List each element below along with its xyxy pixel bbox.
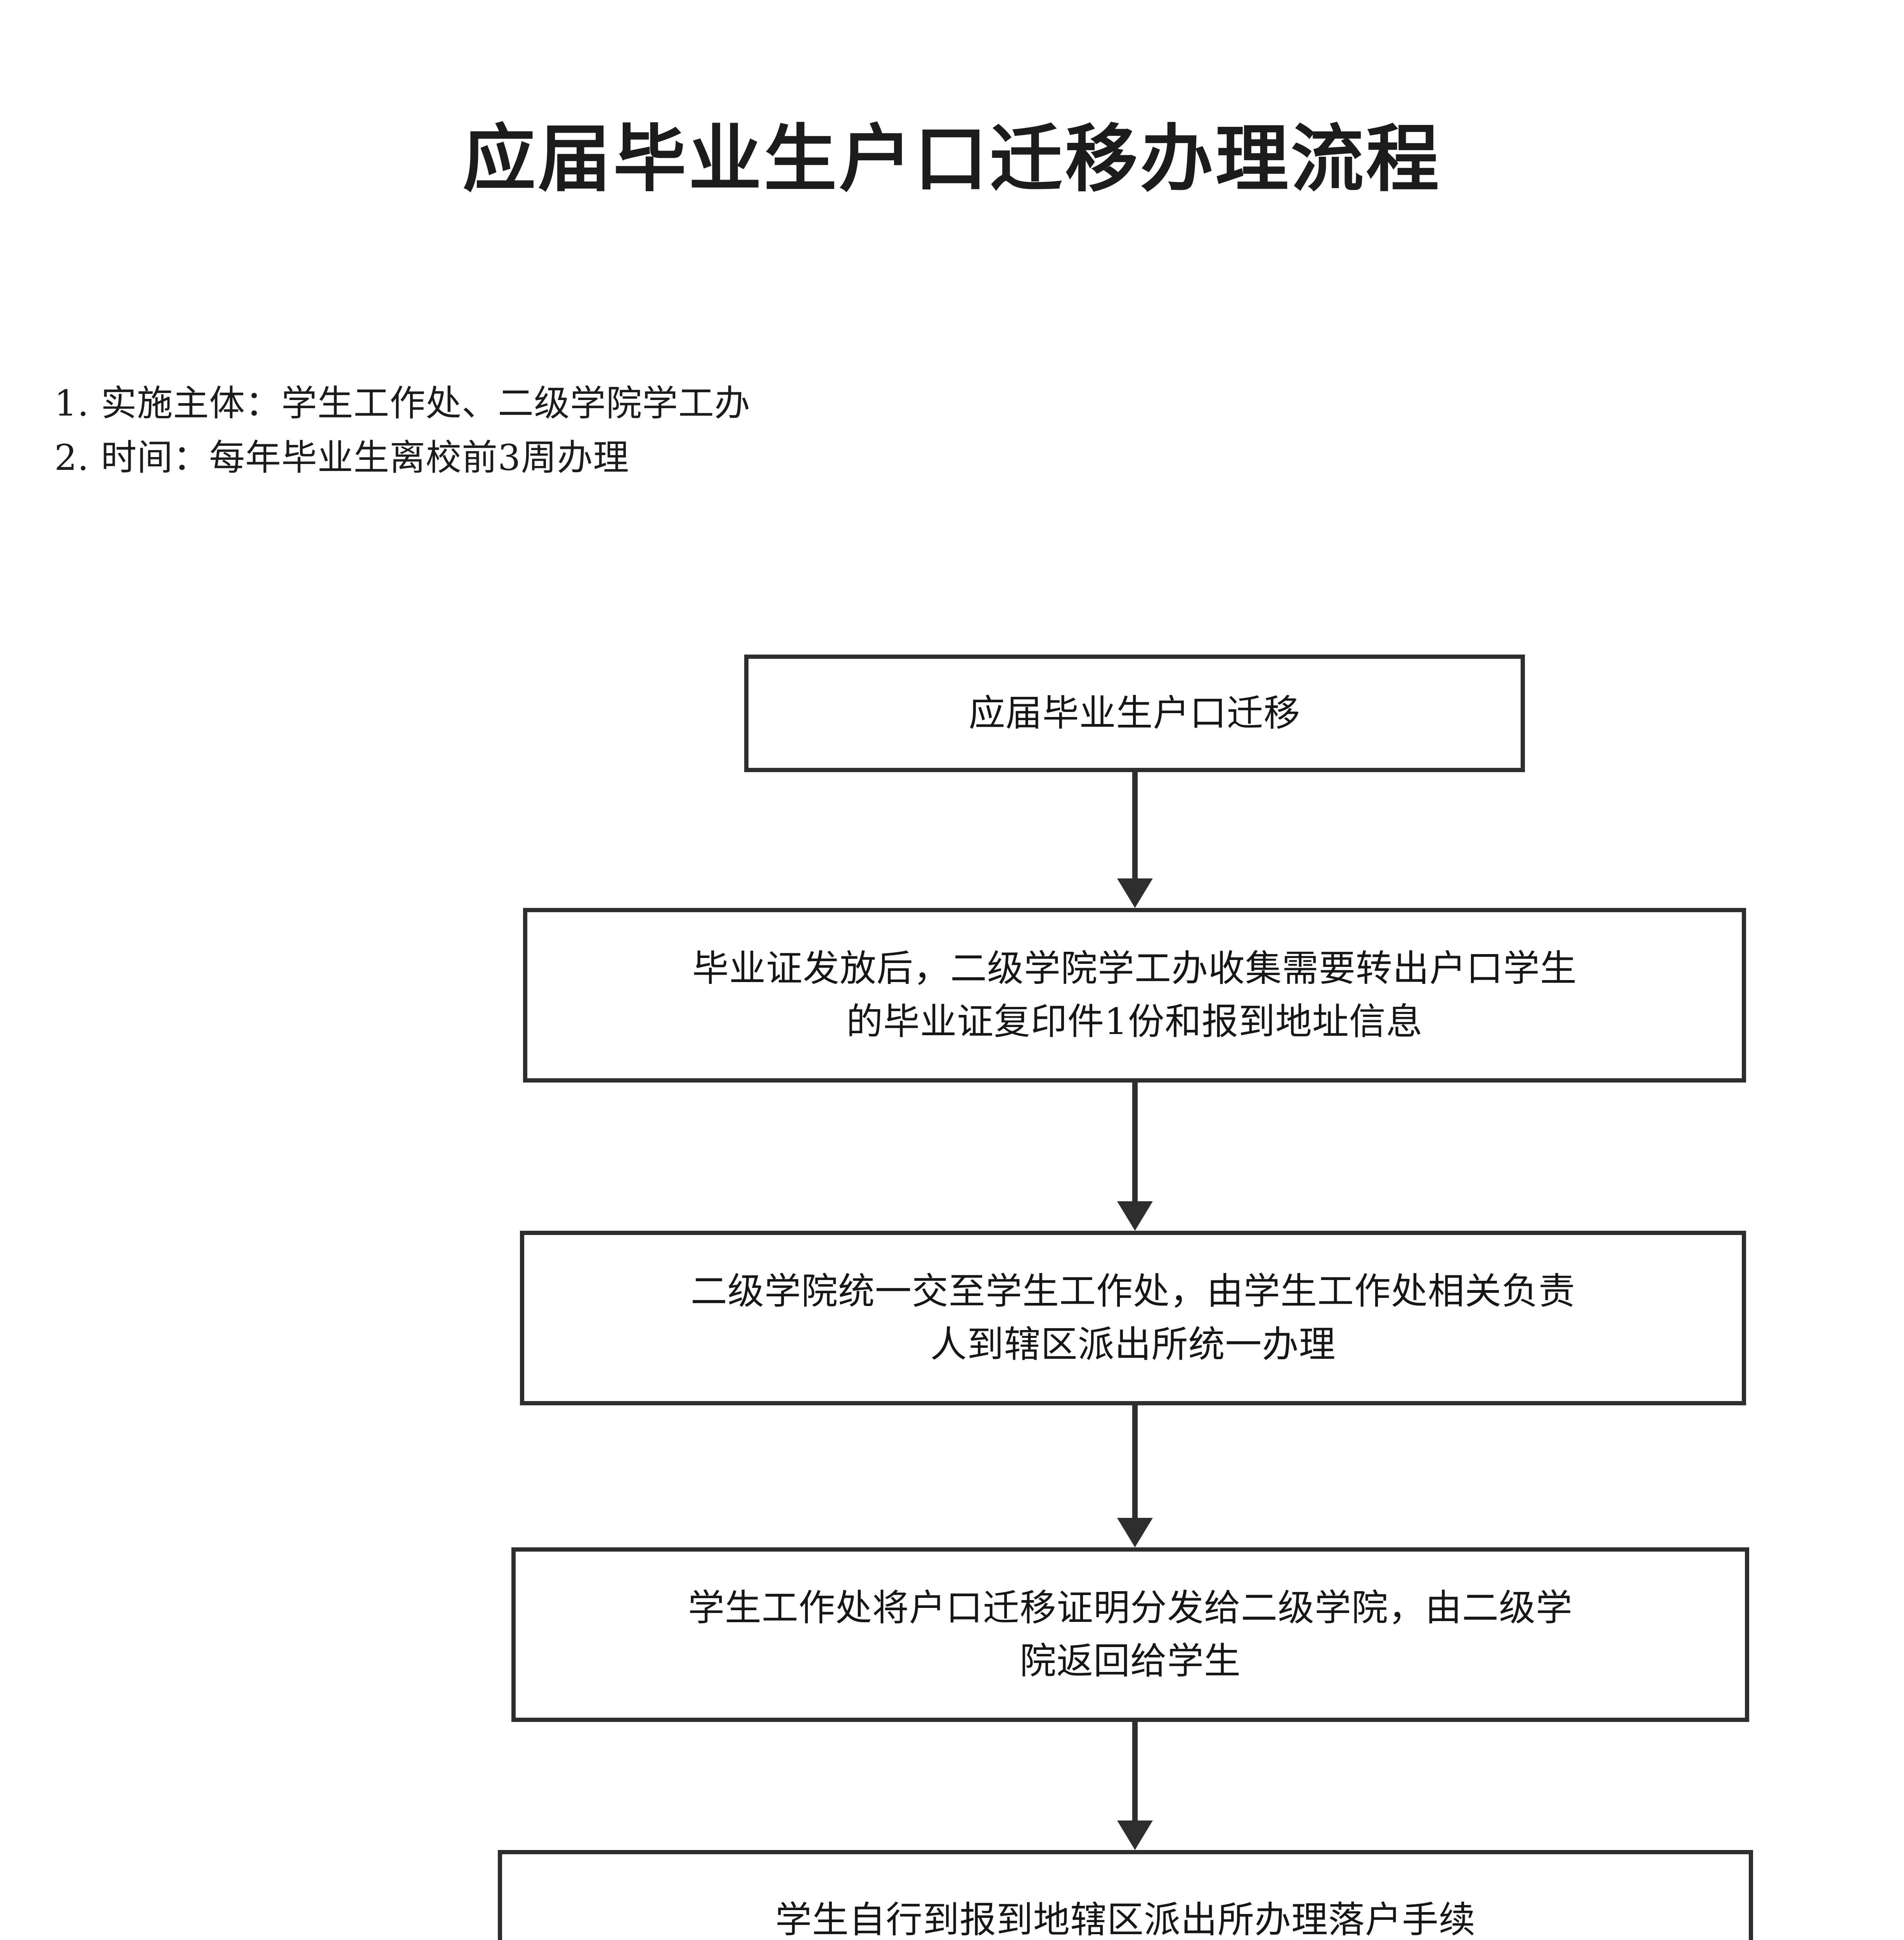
flow-node-step-2: 二级学院统一交至学生工作处，由学生工作处相关负责 人到辖区派出所统一办理 xyxy=(520,1231,1746,1405)
note-line-2: 2. 时间：每年毕业生离校前3周办理 xyxy=(54,436,629,478)
flow-node-step-4: 学生自行到报到地辖区派出所办理落户手续 xyxy=(498,1850,1753,1940)
flow-node-start-label: 应届毕业生户口迁移 xyxy=(968,692,1301,734)
flow-node-step-1: 毕业证发放后，二级学院学工办收集需要转出户口学生 的毕业证复印件1份和报到地址信… xyxy=(523,908,1746,1083)
flow-node-step-2-label: 二级学院统一交至学生工作处，由学生工作处相关负责 人到辖区派出所统一办理 xyxy=(690,1270,1575,1366)
flow-node-start: 应届毕业生户口迁移 xyxy=(744,655,1525,772)
connector-line-4 xyxy=(1132,1722,1138,1820)
flow-node-step-1-label: 毕业证发放后，二级学院学工办收集需要转出户口学生 的毕业证复印件1份和报到地址信… xyxy=(692,947,1577,1043)
connector-arrow-3-icon xyxy=(1117,1518,1153,1547)
connector-line-3 xyxy=(1132,1405,1138,1518)
flow-node-step-4-label: 学生自行到报到地辖区派出所办理落户手续 xyxy=(775,1899,1476,1940)
note-line-1: 1. 实施主体：学生工作处、二级学院学工办 xyxy=(54,383,751,424)
connector-arrow-1-icon xyxy=(1117,878,1153,908)
connector-line-2 xyxy=(1132,1083,1138,1202)
page-title: 应届毕业生户口迁移办理流程 xyxy=(463,117,1441,202)
flow-node-step-3-label: 学生工作处将户口迁移证明分发给二级学院，由二级学 院返回给学生 xyxy=(688,1587,1573,1682)
connector-line-1 xyxy=(1132,772,1138,879)
connector-arrow-2-icon xyxy=(1117,1201,1153,1231)
connector-arrow-4-icon xyxy=(1117,1820,1153,1850)
flow-node-step-3: 学生工作处将户口迁移证明分发给二级学院，由二级学 院返回给学生 xyxy=(511,1547,1749,1722)
notes-block: 1. 实施主体：学生工作处、二级学院学工办 2. 时间：每年毕业生离校前3周办理 xyxy=(54,376,750,485)
